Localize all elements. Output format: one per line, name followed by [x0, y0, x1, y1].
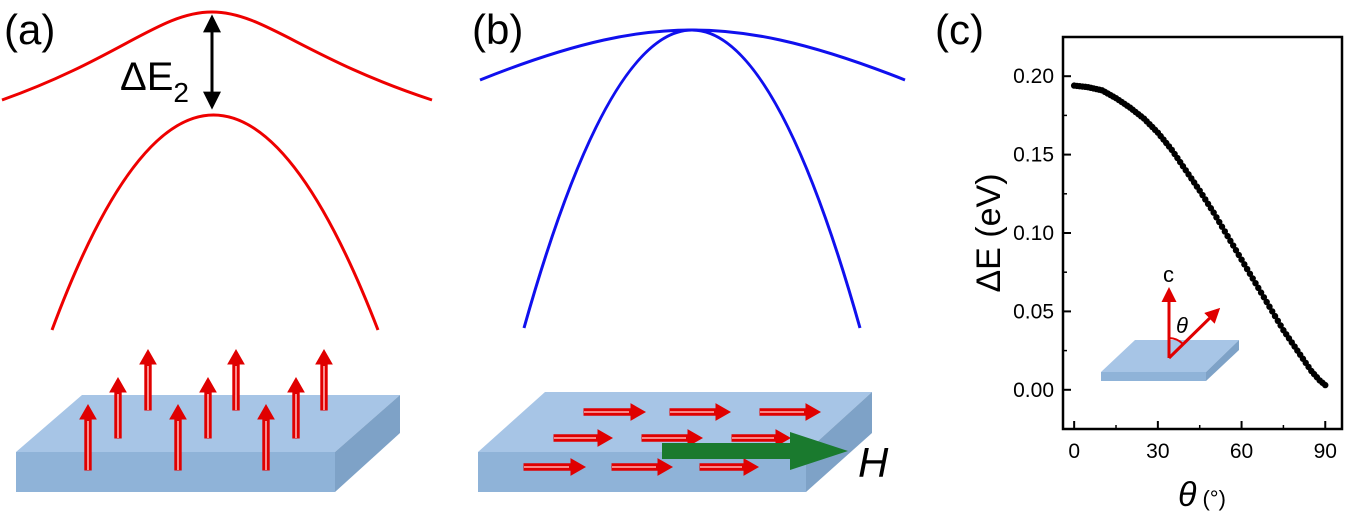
panel-c-label: (c): [935, 6, 984, 53]
spin-arrow-inplane: [583, 403, 647, 421]
data-point: [1249, 275, 1256, 282]
inset-geometry: c θ: [1101, 262, 1239, 381]
lower-band-curve: [50, 113, 380, 331]
spin-arrow-inplane: [699, 458, 760, 476]
panel-c: (c) 0 30 60 90 0.00 0.05 0.10 0.15 0.20 ΔE (eV)…: [935, 6, 1344, 514]
spin-arrow-inplane: [523, 458, 587, 476]
spin-arrow-inplane: [669, 403, 732, 421]
upper-band-curve: [1, 10, 433, 102]
panel-b: (b) H: [472, 6, 906, 492]
data-point: [1274, 317, 1282, 325]
x-tick-label: 0: [1068, 440, 1080, 463]
data-point: [1210, 209, 1217, 216]
x-axis-title: θ(°): [1178, 476, 1226, 514]
y-axis-title: ΔE (eV): [970, 173, 1008, 292]
inset-field-vector: [1167, 307, 1221, 360]
field-label: H: [858, 439, 889, 486]
data-series: [1070, 82, 1329, 389]
data-point: [1252, 279, 1259, 287]
data-point: [1218, 223, 1226, 230]
data-point: [1216, 218, 1223, 226]
spin-arrow-inplane: [759, 403, 822, 421]
spin-arrow-up: [315, 348, 333, 411]
data-point: [1257, 289, 1265, 296]
data-point: [1255, 284, 1262, 292]
spin-arrow-up: [227, 348, 245, 411]
inset-angle-arc: [1168, 337, 1184, 345]
steep-band-curve: [522, 28, 862, 329]
data-point: [1235, 251, 1242, 259]
data-point: [1213, 214, 1220, 221]
spin-arrow-up: [139, 348, 157, 411]
y-tick-label: 0.00: [1013, 379, 1054, 402]
inset-c-label: c: [1163, 262, 1174, 287]
data-point: [1271, 312, 1279, 320]
data-point: [1269, 308, 1276, 315]
data-point: [1232, 247, 1240, 254]
panel-a: (a) ΔE2: [1, 6, 433, 492]
spin-arrow-up: [109, 376, 127, 439]
spin-arrows-up: [79, 348, 333, 471]
inset-theta-label: θ: [1176, 313, 1188, 338]
spin-arrow-inplane: [611, 458, 674, 476]
data-point: [1241, 261, 1248, 268]
spin-arrows-inplane: [523, 403, 822, 476]
y-axis: 0.00 0.05 0.10 0.15 0.20: [1013, 65, 1071, 402]
spin-arrow-up: [169, 403, 187, 471]
spin-arrow-up: [287, 376, 305, 439]
data-point: [1227, 237, 1234, 245]
spin-arrow-up: [199, 376, 217, 439]
data-point: [1246, 270, 1254, 277]
y-tick-label: 0.10: [1013, 222, 1054, 245]
panel-b-label: (b): [472, 6, 523, 53]
y-tick-label: 0.05: [1013, 300, 1054, 323]
spin-arrow-up: [79, 403, 97, 471]
x-tick-label: 60: [1230, 440, 1253, 463]
x-tick-label: 90: [1314, 440, 1337, 463]
data-point: [1229, 242, 1237, 249]
data-point: [1221, 228, 1229, 235]
spin-arrow-up: [257, 403, 275, 471]
data-point: [1277, 322, 1284, 329]
x-tick-label: 30: [1146, 440, 1169, 463]
gap-label: ΔE2: [120, 55, 189, 108]
data-point: [1322, 381, 1329, 389]
spin-arrow-inplane: [641, 429, 704, 447]
data-point: [1263, 298, 1270, 306]
y-tick-label: 0.15: [1013, 144, 1054, 167]
x-axis: 0 30 60 90: [1068, 421, 1337, 463]
flat-band-curve: [479, 28, 906, 82]
y-tick-label: 0.20: [1013, 65, 1054, 88]
data-point: [1260, 294, 1268, 301]
field-arrow: [662, 432, 848, 470]
data-point: [1266, 303, 1273, 310]
data-point: [1224, 232, 1231, 240]
data-point: [1243, 265, 1251, 273]
spin-arrow-inplane: [553, 429, 614, 447]
spin-arrow-inplane: [731, 429, 792, 447]
panel-a-label: (a): [4, 6, 55, 53]
data-point: [1238, 256, 1245, 263]
